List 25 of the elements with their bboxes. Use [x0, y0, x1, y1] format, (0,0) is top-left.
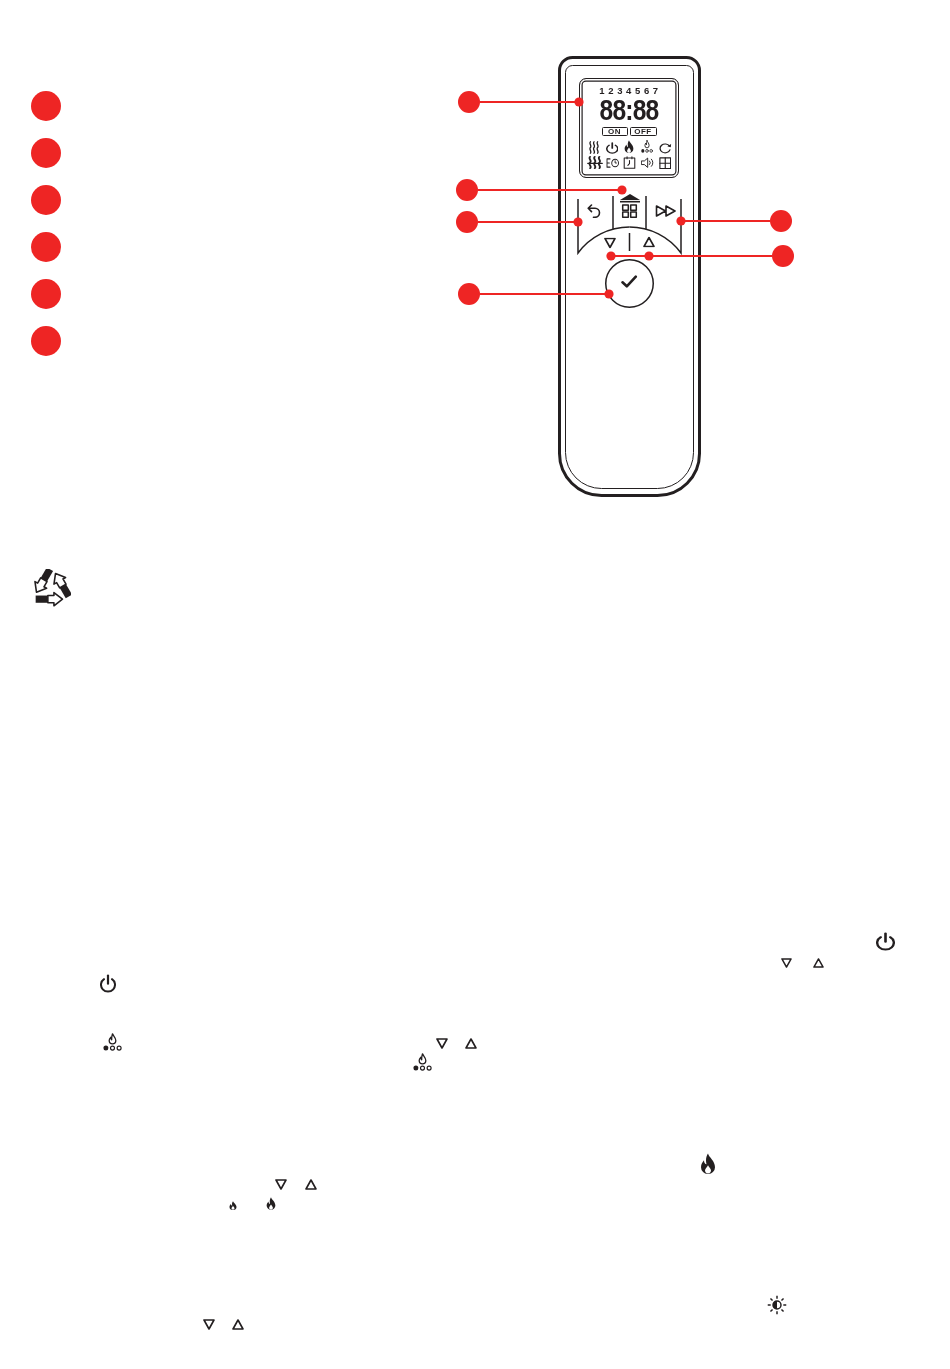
off-indicator: OFF — [629, 126, 657, 136]
callout-circle — [772, 245, 794, 267]
callout-circle — [31, 232, 61, 262]
confirm-button — [605, 259, 654, 308]
leader-line — [676, 216, 771, 226]
callout-circle — [31, 185, 61, 215]
time-readout: 88:88 — [599, 98, 659, 122]
callout-circle — [458, 283, 480, 305]
callout-circle — [458, 91, 480, 113]
callout-circle — [31, 326, 61, 356]
leader-line — [479, 289, 614, 299]
callout-circle — [456, 211, 478, 233]
leader-line — [479, 97, 584, 107]
up-button — [629, 227, 682, 255]
callout-circle — [31, 138, 61, 168]
callout-circle — [31, 91, 61, 121]
lcd-display — [579, 78, 679, 178]
callout-circle — [770, 210, 792, 232]
leader-line — [477, 217, 583, 227]
on-indicator: ON — [601, 126, 628, 136]
leader-line — [477, 185, 627, 195]
down-button — [577, 227, 630, 255]
day-numbers: 1 2 3 4 5 6 7 — [599, 85, 659, 96]
callout-circle — [31, 279, 61, 309]
callout-circle — [456, 179, 478, 201]
